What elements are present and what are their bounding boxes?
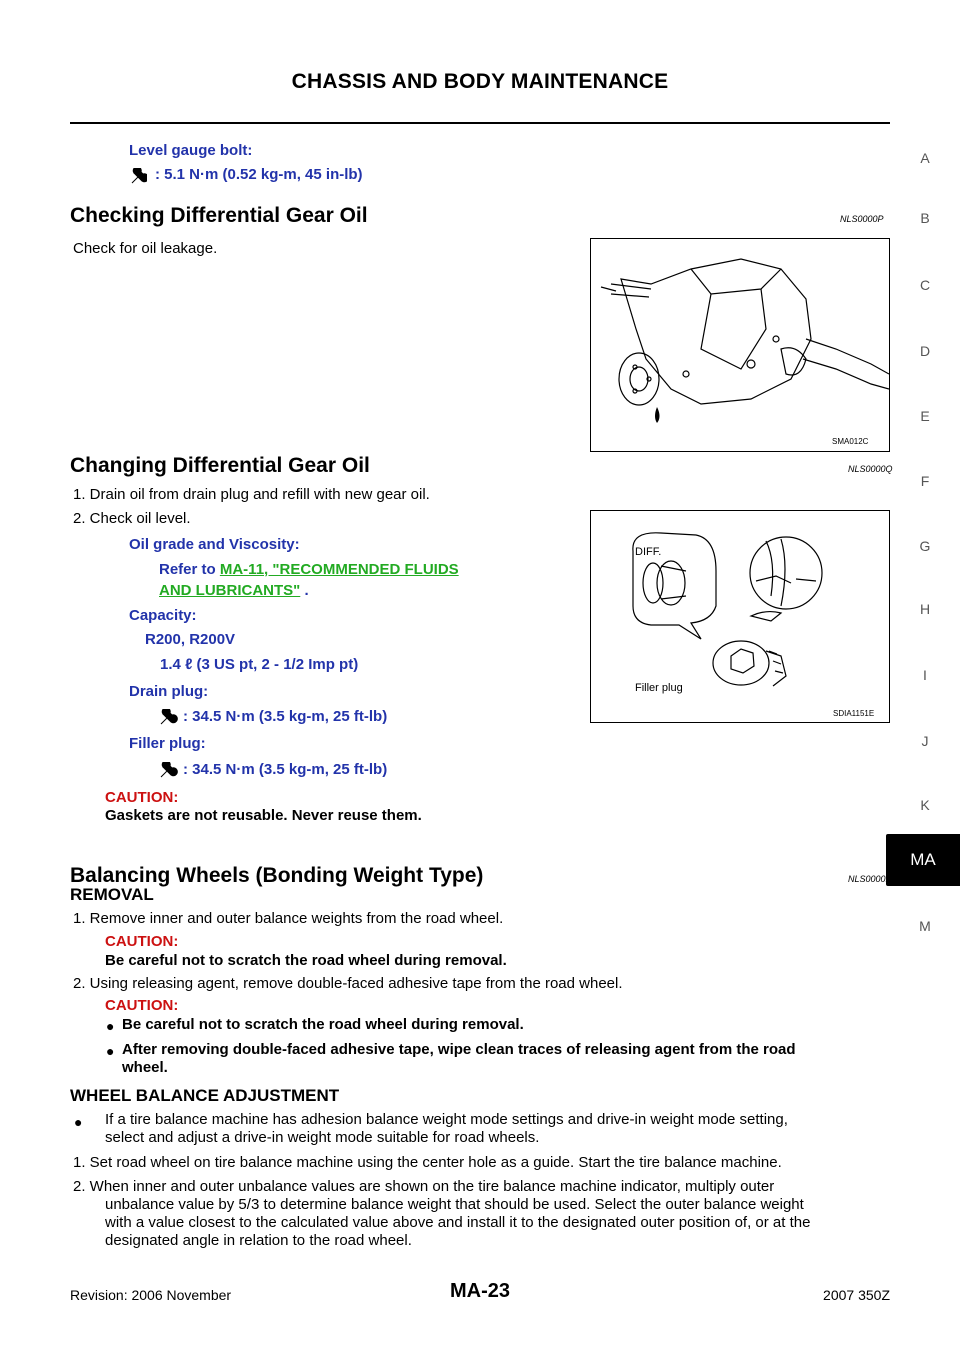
torque-icon xyxy=(157,760,179,785)
wba-step-2-line-4: designated angle in relation to the road… xyxy=(105,1232,412,1249)
wheel-balance-title: WHEEL BALANCE ADJUSTMENT xyxy=(70,1086,340,1105)
wba-step-2-line-3: with a value closest to the calculated v… xyxy=(105,1214,811,1231)
refer-line-1: Refer to MA-11, "RECOMMENDED FLUIDS xyxy=(159,561,459,578)
capacity-model: R200, R200V xyxy=(145,631,236,648)
wba-bullet-line-1: If a tire balance machine has adhesion b… xyxy=(105,1111,788,1128)
side-index-h[interactable]: H xyxy=(919,601,931,617)
side-index-f[interactable]: F xyxy=(920,473,930,489)
drain-plug-torque: : 34.5 N·m (3.5 kg-m, 25 ft-lb) xyxy=(183,708,388,725)
figure-filler-plug: DIFF. Filler plug xyxy=(590,510,890,723)
caution-text: Gaskets are not reusable. Never reuse th… xyxy=(105,807,422,824)
bullet-icon: ● xyxy=(74,1114,83,1130)
removal-caution-1-text: Be careful not to scratch the road wheel… xyxy=(105,952,507,969)
side-index-ma-active[interactable]: MA xyxy=(886,834,960,886)
removal-caution-2-bullet-1: Be careful not to scratch the road wheel… xyxy=(122,1016,524,1033)
side-index-c[interactable]: C xyxy=(919,277,931,293)
bullet-icon: ● xyxy=(106,1043,115,1059)
wba-step-2-line-1: 2. When inner and outer unbalance values… xyxy=(73,1178,775,1195)
bullet-icon: ● xyxy=(106,1018,115,1034)
section-title-balancing: Balancing Wheels (Bonding Weight Type) xyxy=(70,864,484,887)
removal-caution-2-bullet-2-line-2: wheel. xyxy=(122,1059,168,1076)
section-code-balancing: NLS0000R xyxy=(848,874,893,884)
refer-prefix: Refer to xyxy=(159,561,216,578)
removal-caution-2-bullet-2-line-1: After removing double-faced adhesive tap… xyxy=(122,1041,796,1058)
footer-revision: Revision: 2006 November xyxy=(70,1287,232,1303)
side-index-e[interactable]: E xyxy=(920,408,930,424)
figure-caption-sma012c: SMA012C xyxy=(832,437,869,446)
figure-label-filler: Filler plug xyxy=(635,682,683,694)
side-index-k[interactable]: K xyxy=(920,797,930,813)
page-header-title: CHASSIS AND BODY MAINTENANCE xyxy=(291,70,669,93)
level-gauge-label: Level gauge bolt: xyxy=(129,142,253,159)
wba-step-1: 1. Set road wheel on tire balance machin… xyxy=(73,1154,782,1171)
torque-icon xyxy=(129,166,149,191)
section-title-changing: Changing Differential Gear Oil xyxy=(70,454,370,477)
side-index-j[interactable]: J xyxy=(921,733,929,749)
side-index-i[interactable]: I xyxy=(923,667,927,683)
changing-step-1: 1. Drain oil from drain plug and refill … xyxy=(73,486,430,503)
side-index-g[interactable]: G xyxy=(919,538,931,554)
side-index-a[interactable]: A xyxy=(920,150,930,166)
footer-page-number: MA-23 xyxy=(449,1280,510,1302)
changing-step-2: 2. Check oil level. xyxy=(73,510,191,527)
removal-step-1: 1. Remove inner and outer balance weight… xyxy=(73,910,504,927)
side-index-d[interactable]: D xyxy=(919,343,931,359)
removal-step-2: 2. Using releasing agent, remove double-… xyxy=(73,975,623,992)
capacity-value: 1.4 ℓ (3 US pt, 2 - 1/2 Imp pt) xyxy=(160,656,359,673)
section-code-changing: NLS0000Q xyxy=(848,464,893,474)
torque-icon xyxy=(157,707,179,732)
refer-link-line-1[interactable]: MA-11, "RECOMMENDED FLUIDS xyxy=(219,561,459,578)
filler-plug-torque: : 34.5 N·m (3.5 kg-m, 25 ft-lb) xyxy=(183,761,388,778)
figure-differential-assembly xyxy=(590,238,890,452)
figure-caption-sdia1151e: SDIA1151E xyxy=(833,709,875,718)
caution-label: CAUTION: xyxy=(105,789,179,806)
wba-bullet-line-2: select and adjust a drive-in weight mode… xyxy=(105,1129,540,1146)
oil-grade-label: Oil grade and Viscosity: xyxy=(129,536,300,553)
refer-suffix: . xyxy=(300,582,309,599)
refer-link-line-2[interactable]: AND LUBRICANTS" xyxy=(159,582,301,599)
wba-step-2-line-2: unbalance value by 5/3 to determine bala… xyxy=(105,1196,804,1213)
filler-plug-label: Filler plug: xyxy=(129,735,206,752)
section-code-checking: NLS0000P xyxy=(840,214,884,224)
side-index-b[interactable]: B xyxy=(920,210,930,226)
header-rule xyxy=(70,122,890,124)
drain-plug-label: Drain plug: xyxy=(129,683,209,700)
checking-text: Check for oil leakage. xyxy=(73,240,218,257)
footer-model: 2007 350Z xyxy=(823,1287,890,1303)
side-index-m[interactable]: M xyxy=(919,918,931,934)
capacity-label: Capacity: xyxy=(129,607,197,624)
figure-label-diff: DIFF. xyxy=(635,546,661,558)
removal-caution-1-label: CAUTION: xyxy=(105,933,179,950)
section-title-checking: Checking Differential Gear Oil xyxy=(70,204,368,227)
level-gauge-torque: : 5.1 N·m (0.52 kg-m, 45 in-lb) xyxy=(155,166,363,183)
refer-line-2: AND LUBRICANTS" . xyxy=(159,582,309,599)
removal-title: REMOVAL xyxy=(70,885,154,904)
removal-caution-2-label: CAUTION: xyxy=(105,997,179,1014)
